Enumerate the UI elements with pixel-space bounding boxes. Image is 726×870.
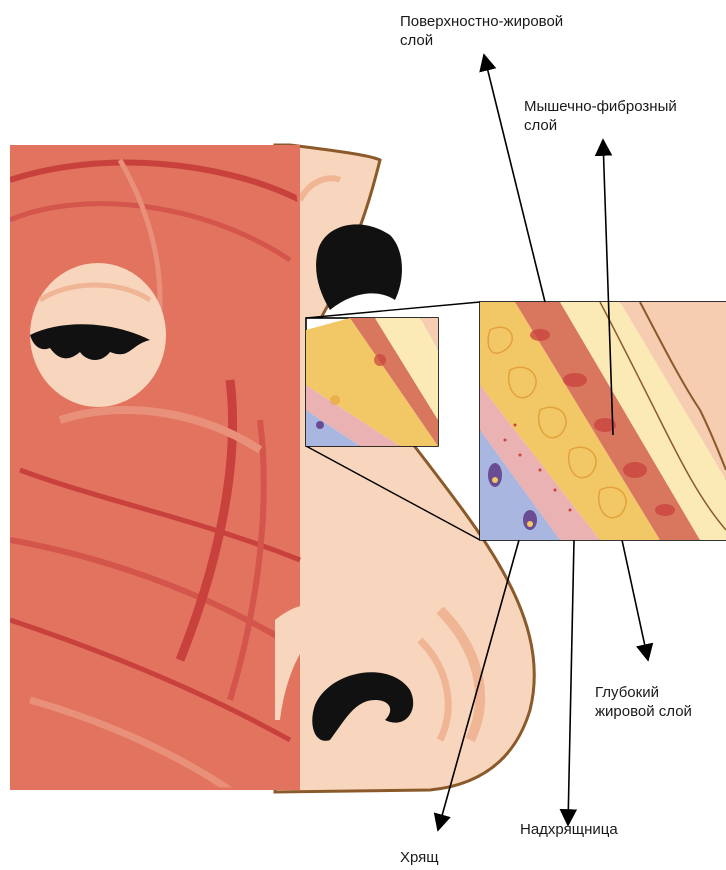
label-superficial-fat-line2: слой [400, 31, 563, 50]
label-musculo-fibrous-line1: Мышечно-фиброзный [524, 97, 677, 116]
arrow-superficial-fat [484, 55, 545, 302]
label-deep-fat-line1: Глубокий [595, 683, 692, 702]
face-illustration [10, 145, 534, 792]
eyebrow [316, 224, 402, 310]
label-deep-fat: Глубокий жировой слой [595, 683, 692, 721]
label-cartilage: Хрящ [400, 848, 439, 867]
arrow-periosteum [568, 540, 574, 825]
label-periosteum-line1: Надхрящница [520, 820, 618, 839]
label-superficial-fat: Поверхностно-жировой слой [400, 12, 563, 50]
label-superficial-fat-line1: Поверхностно-жировой [400, 12, 563, 31]
label-musculo-fibrous-line2: слой [524, 116, 677, 135]
label-musculo-fibrous: Мышечно-фиброзный слой [524, 97, 677, 135]
small-tissue-inset [306, 318, 438, 446]
large-tissue-inset [480, 302, 726, 540]
label-periosteum: Надхрящница [520, 820, 618, 839]
arrow-deep-fat [622, 540, 648, 660]
label-deep-fat-line2: жировой слой [595, 702, 692, 721]
label-cartilage-line1: Хрящ [400, 848, 439, 867]
